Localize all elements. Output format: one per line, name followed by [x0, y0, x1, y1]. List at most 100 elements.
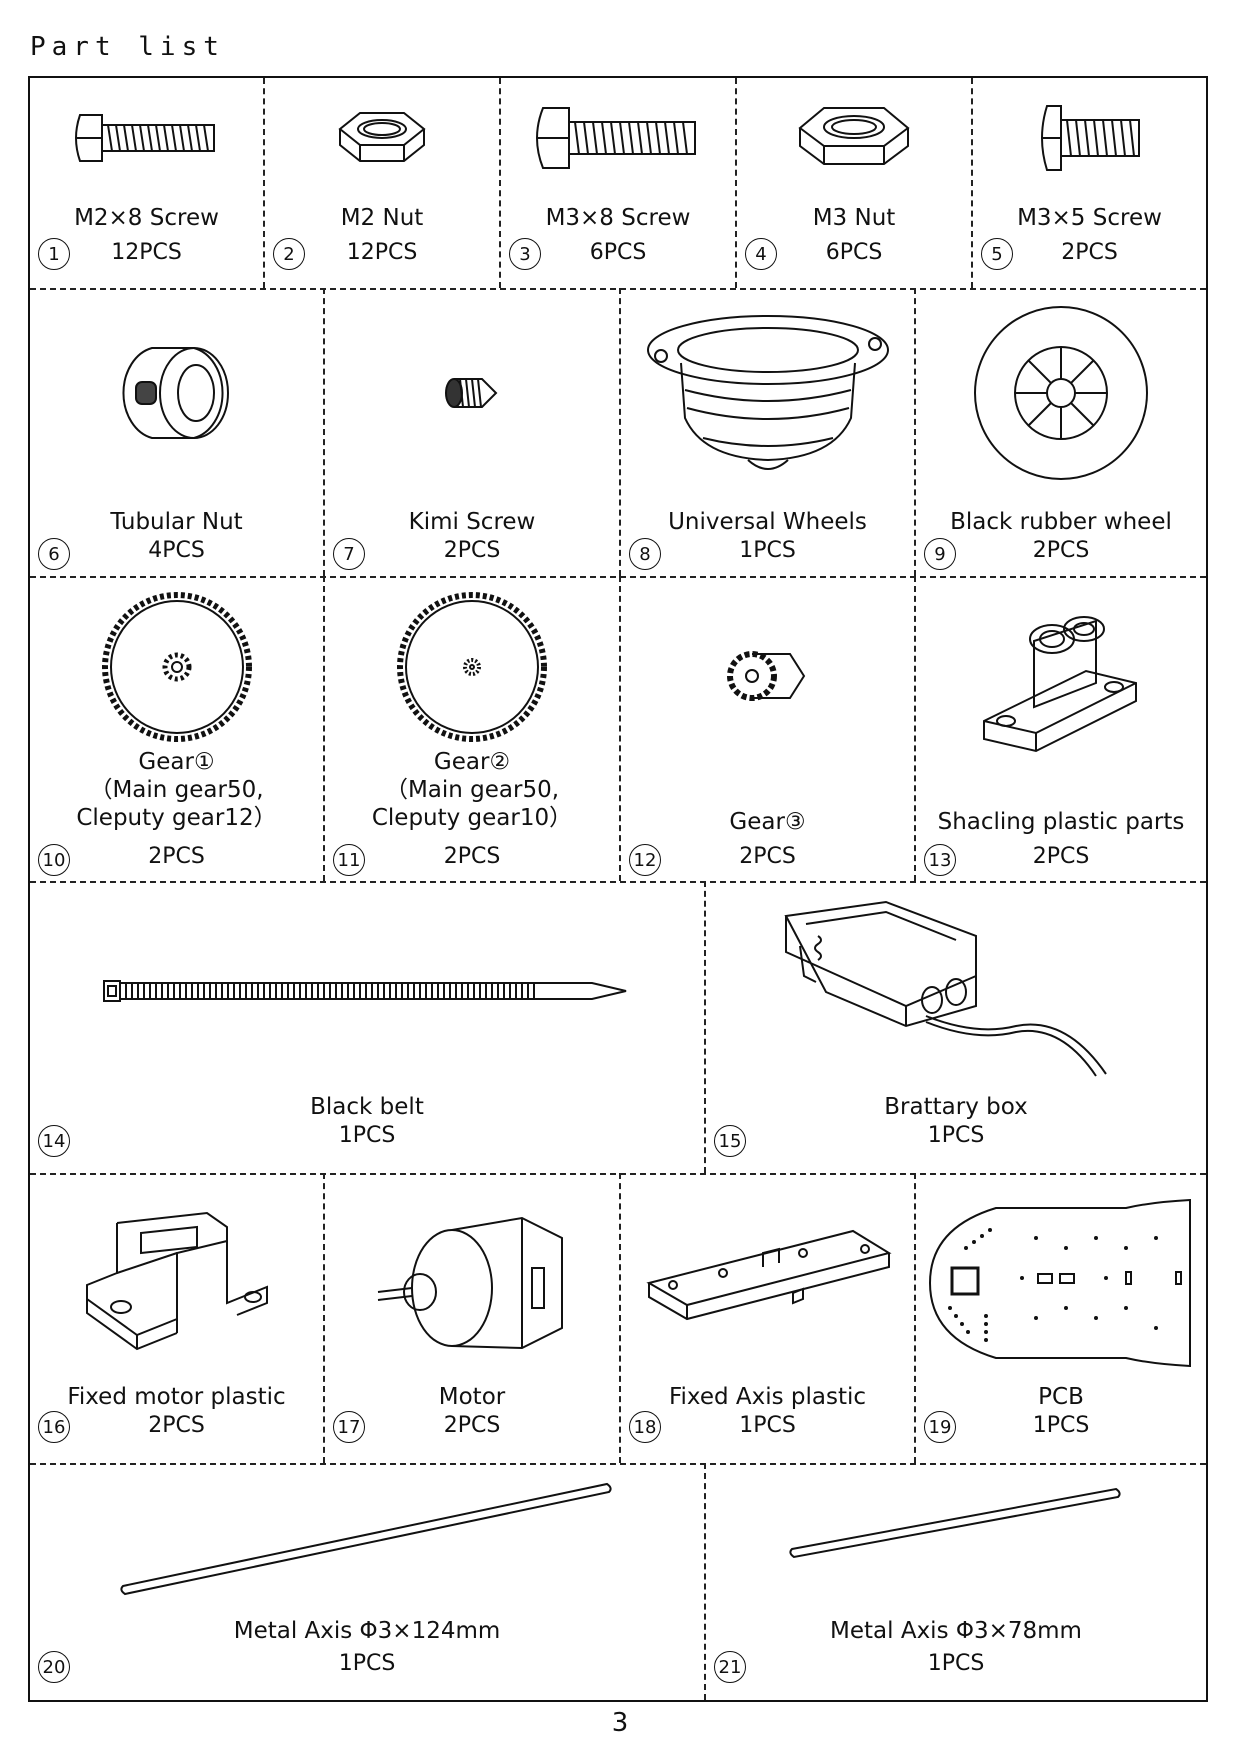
- part-name: Motor: [438, 1384, 506, 1410]
- part-number: 17: [333, 1411, 365, 1443]
- part-quantity: 2PCS: [443, 538, 501, 563]
- part-cell: Gear② （Main gear50, Cleputy gear10） 11 2…: [325, 576, 621, 881]
- part-name: Fixed motor plastic: [67, 1384, 286, 1410]
- part-number: 9: [924, 538, 956, 570]
- plastic-bracket-icon: [916, 576, 1206, 786]
- part-quantity: 2PCS: [148, 844, 205, 869]
- part-number: 4: [745, 238, 777, 270]
- parts-row-5: Fixed motor plastic 16 2PCS Motor 17 2PC…: [30, 1173, 1206, 1465]
- part-cell: Metal Axis Φ3×78mm 21 1PCS: [706, 1463, 1206, 1700]
- part-name: Gear② （Main gear50, Cleputy gear10）: [371, 749, 573, 831]
- part-quantity: 2PCS: [443, 1413, 501, 1438]
- part-cell: PCB 19 1PCS: [916, 1173, 1206, 1463]
- part-quantity: 2PCS: [443, 844, 501, 869]
- part-quantity: 2PCS: [1032, 538, 1090, 563]
- part-quantity: 1PCS: [927, 1123, 985, 1148]
- part-cell: Gear① （Main gear50, Cleputy gear12） 10 2…: [30, 576, 325, 881]
- part-number: 6: [38, 538, 70, 570]
- nut-icon: [737, 78, 971, 198]
- part-number: 3: [509, 238, 541, 270]
- part-name: Black belt: [310, 1094, 424, 1120]
- part-number: 15: [714, 1125, 746, 1157]
- part-name: Kimi Screw: [408, 509, 536, 535]
- part-name: M3 Nut: [812, 205, 896, 231]
- part-cell: Gear③ 12 2PCS: [621, 576, 916, 881]
- part-name: Universal Wheels: [668, 509, 867, 535]
- metal-rod-icon: [706, 1463, 1206, 1583]
- part-cell: Black belt 14 1PCS: [30, 881, 706, 1173]
- part-cell: Universal Wheels 8 1PCS: [621, 288, 916, 576]
- part-number: 7: [333, 538, 365, 570]
- part-quantity: 6PCS: [589, 240, 647, 265]
- part-number: 19: [924, 1411, 956, 1443]
- part-number: 8: [629, 538, 661, 570]
- part-cell: Black rubber wheel 9 2PCS: [916, 288, 1206, 576]
- screw-icon: [501, 78, 735, 198]
- part-quantity: 2PCS: [739, 844, 796, 869]
- part-list-table: M2×8 Screw 1 12PCS M2 Nut 2 12PCS: [28, 76, 1208, 1702]
- motor-mount-icon: [30, 1173, 323, 1393]
- part-cell: Brattary box 15 1PCS: [706, 881, 1206, 1173]
- part-name: Fixed Axis plastic: [668, 1384, 867, 1410]
- part-quantity: 6PCS: [825, 240, 883, 265]
- screw-icon: [973, 78, 1206, 198]
- part-cell: Shacling plastic parts 13 2PCS: [916, 576, 1206, 881]
- part-quantity: 1PCS: [739, 538, 796, 563]
- part-name: M3×8 Screw: [545, 205, 691, 231]
- part-quantity: 2PCS: [1032, 844, 1090, 869]
- part-name: M2 Nut: [340, 205, 424, 231]
- part-name: Black rubber wheel: [950, 509, 1172, 535]
- part-number: 13: [924, 844, 956, 876]
- part-number: 1: [38, 238, 70, 270]
- part-number: 16: [38, 1411, 70, 1443]
- part-cell: Fixed Axis plastic 18 1PCS: [621, 1173, 916, 1463]
- set-screw-icon: [325, 288, 619, 498]
- part-name: Shacling plastic parts: [937, 809, 1185, 835]
- parts-row-6: Metal Axis Φ3×124mm 20 1PCS Metal Axis Φ…: [30, 1463, 1206, 1700]
- part-quantity: 4PCS: [148, 538, 205, 563]
- cable-tie-icon: [30, 881, 704, 1101]
- part-name: Gear① （Main gear50, Cleputy gear12）: [76, 749, 277, 831]
- part-cell: M3 Nut 4 6PCS: [737, 78, 973, 288]
- part-quantity: 12PCS: [111, 240, 182, 265]
- part-number: 20: [38, 1651, 70, 1683]
- parts-row-2: Tubular Nut 6 4PCS Kimi Screw 7 2PCS: [30, 288, 1206, 578]
- part-number: 11: [333, 844, 365, 876]
- part-name: Tubular Nut: [110, 509, 243, 535]
- part-number: 5: [981, 238, 1013, 270]
- tubular-nut-icon: [30, 288, 323, 498]
- caster-wheel-icon: [621, 288, 914, 498]
- part-name: Gear③: [729, 809, 806, 835]
- part-quantity: 1PCS: [338, 1123, 396, 1148]
- battery-box-icon: [706, 881, 1206, 1091]
- gear-icon: [30, 582, 323, 752]
- part-cell: M2×8 Screw 1 12PCS: [30, 78, 265, 288]
- part-cell: Tubular Nut 6 4PCS: [30, 288, 325, 576]
- part-quantity: 1PCS: [739, 1413, 796, 1438]
- part-quantity: 1PCS: [1032, 1413, 1090, 1438]
- small-gear-icon: [621, 576, 914, 776]
- part-name: M3×5 Screw: [1017, 205, 1162, 231]
- part-cell: Motor 17 2PCS: [325, 1173, 621, 1463]
- nut-icon: [265, 78, 499, 198]
- part-number: 21: [714, 1651, 746, 1683]
- part-quantity: 2PCS: [1061, 240, 1118, 265]
- part-number: 14: [38, 1125, 70, 1157]
- metal-rod-icon: [30, 1463, 704, 1613]
- part-quantity: 1PCS: [927, 1651, 985, 1676]
- part-name: Brattary box: [884, 1094, 1028, 1120]
- part-name: Metal Axis Φ3×78mm: [830, 1618, 1082, 1644]
- gear-icon: [325, 582, 619, 752]
- pcb-icon: [916, 1173, 1206, 1393]
- part-quantity: 12PCS: [346, 240, 418, 265]
- motor-icon: [325, 1173, 619, 1393]
- part-number: 10: [38, 844, 70, 876]
- page-title: Part list: [30, 32, 225, 62]
- part-name: PCB: [1038, 1384, 1084, 1410]
- part-name: M2×8 Screw: [74, 205, 219, 231]
- parts-row-1: M2×8 Screw 1 12PCS M2 Nut 2 12PCS: [30, 78, 1206, 290]
- part-number: 18: [629, 1411, 661, 1443]
- part-quantity: 2PCS: [148, 1413, 205, 1438]
- screw-icon: [30, 78, 263, 198]
- part-quantity: 1PCS: [338, 1651, 396, 1676]
